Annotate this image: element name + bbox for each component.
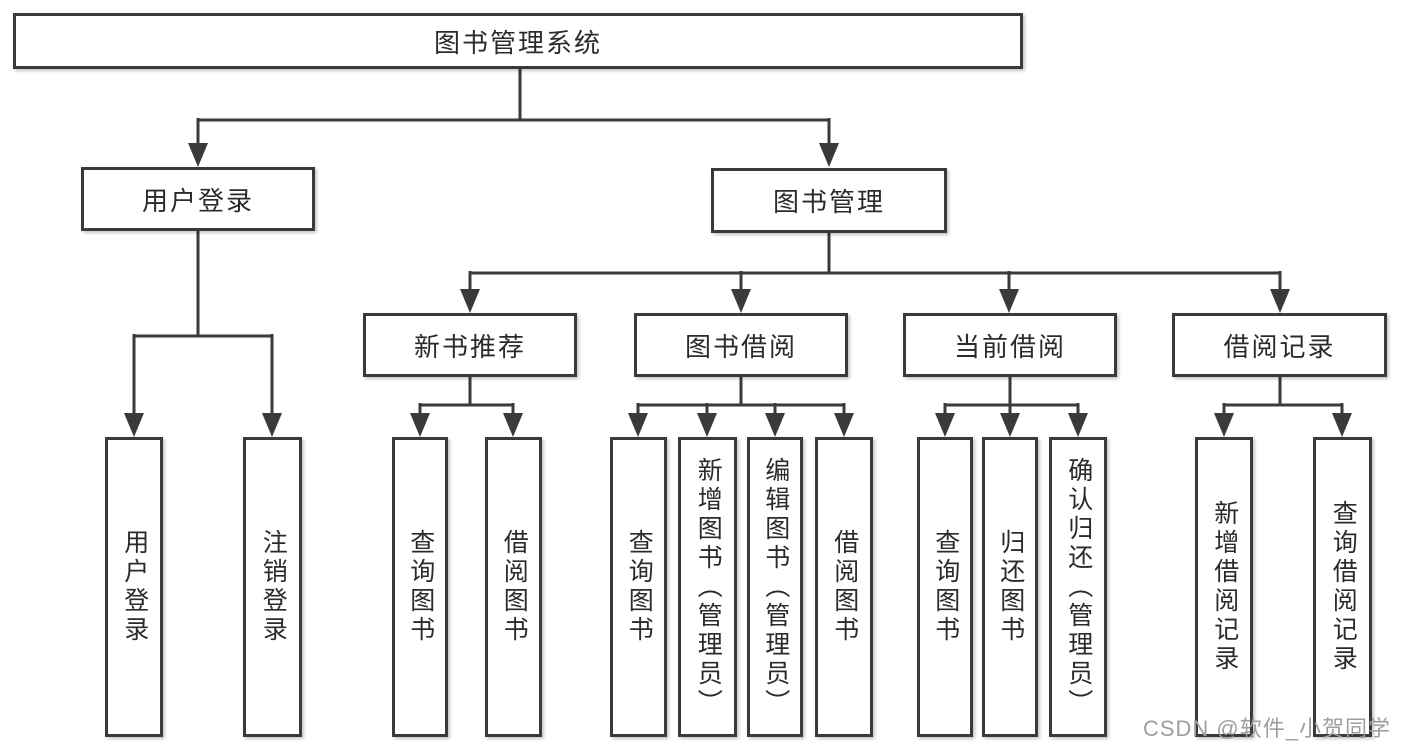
- leaf-add-book-admin-label: 新增图书（管理员）: [694, 456, 723, 718]
- leaf-logout: 注销登录: [243, 437, 302, 737]
- arrowhead-icon: [765, 413, 785, 437]
- arrowhead-icon: [262, 413, 282, 437]
- leaf-add-borrow-record: 新增借阅记录: [1195, 437, 1253, 737]
- node-book-management-label: 图书管理: [772, 187, 885, 217]
- leaf-query-borrow-record: 查询借阅记录: [1313, 437, 1372, 737]
- arrowhead-icon: [410, 413, 430, 437]
- leaf-query-book-recommend: 查询图书: [392, 437, 448, 737]
- node-borrowing-records-label: 借阅记录: [1223, 331, 1336, 362]
- node-book-borrowing: 图书借阅: [634, 313, 848, 377]
- node-book-borrowing-label: 图书借阅: [684, 331, 797, 362]
- arrowhead-icon: [697, 413, 717, 437]
- arrowhead-icon: [460, 289, 480, 313]
- arrowhead-icon: [1270, 289, 1290, 313]
- arrowhead-icon: [188, 143, 208, 167]
- arrowhead-icon: [1214, 413, 1234, 437]
- node-new-book-recommend: 新书推荐: [363, 313, 577, 377]
- arrowhead-icon: [935, 413, 955, 437]
- node-root: 图书管理系统: [13, 13, 1023, 69]
- leaf-query-book-borrowing-label: 查询图书: [625, 529, 654, 645]
- arrowhead-icon: [731, 289, 751, 313]
- arrowhead-icon: [834, 413, 854, 437]
- node-user-login-label: 用户登录: [141, 185, 254, 216]
- leaf-query-book-recommend-label: 查询图书: [406, 529, 435, 645]
- node-current-borrowing: 当前借阅: [903, 313, 1117, 377]
- leaf-query-book-current-label: 查询图书: [931, 529, 960, 645]
- leaf-edit-book-admin-label: 编辑图书（管理员）: [761, 456, 790, 718]
- leaf-user-login: 用户登录: [105, 437, 163, 737]
- leaf-confirm-return-admin-label: 确认归还（管理员）: [1064, 456, 1093, 718]
- arrowhead-icon: [999, 289, 1019, 313]
- leaf-borrow-book-borrowing-label: 借阅图书: [830, 529, 859, 645]
- leaf-query-book-current: 查询图书: [917, 437, 973, 737]
- node-book-management: 图书管理: [711, 168, 947, 233]
- leaf-borrow-book-recommend-label: 借阅图书: [500, 529, 529, 645]
- leaf-borrow-book-borrowing: 借阅图书: [815, 437, 873, 737]
- node-borrowing-records: 借阅记录: [1172, 313, 1387, 377]
- leaf-add-book-admin: 新增图书（管理员）: [678, 437, 737, 737]
- arrowhead-icon: [628, 413, 648, 437]
- leaf-edit-book-admin: 编辑图书（管理员）: [747, 437, 803, 737]
- leaf-borrow-book-recommend: 借阅图书: [485, 437, 542, 737]
- node-current-borrowing-label: 当前借阅: [953, 331, 1066, 362]
- leaf-query-book-borrowing: 查询图书: [610, 437, 667, 737]
- leaf-add-borrow-record-label: 新增借阅记录: [1210, 500, 1239, 674]
- node-user-login: 用户登录: [81, 167, 315, 231]
- leaf-return-book: 归还图书: [982, 437, 1038, 737]
- leaf-query-borrow-record-label: 查询借阅记录: [1329, 500, 1358, 674]
- arrowhead-icon: [1000, 413, 1020, 437]
- leaf-confirm-return-admin: 确认归还（管理员）: [1049, 437, 1107, 737]
- leaf-logout-label: 注销登录: [259, 529, 288, 645]
- node-new-book-recommend-label: 新书推荐: [413, 331, 526, 362]
- arrowhead-icon: [1068, 413, 1088, 437]
- node-root-label: 图书管理系统: [433, 27, 602, 58]
- arrowhead-icon: [503, 413, 523, 437]
- csdn-watermark: CSDN @软件_小贺同学: [1142, 716, 1391, 741]
- arrowhead-icon: [1332, 413, 1352, 437]
- arrowhead-icon: [124, 413, 144, 437]
- arrowhead-icon: [819, 143, 839, 167]
- leaf-user-login-label: 用户登录: [120, 529, 149, 645]
- leaf-return-book-label: 归还图书: [996, 529, 1025, 645]
